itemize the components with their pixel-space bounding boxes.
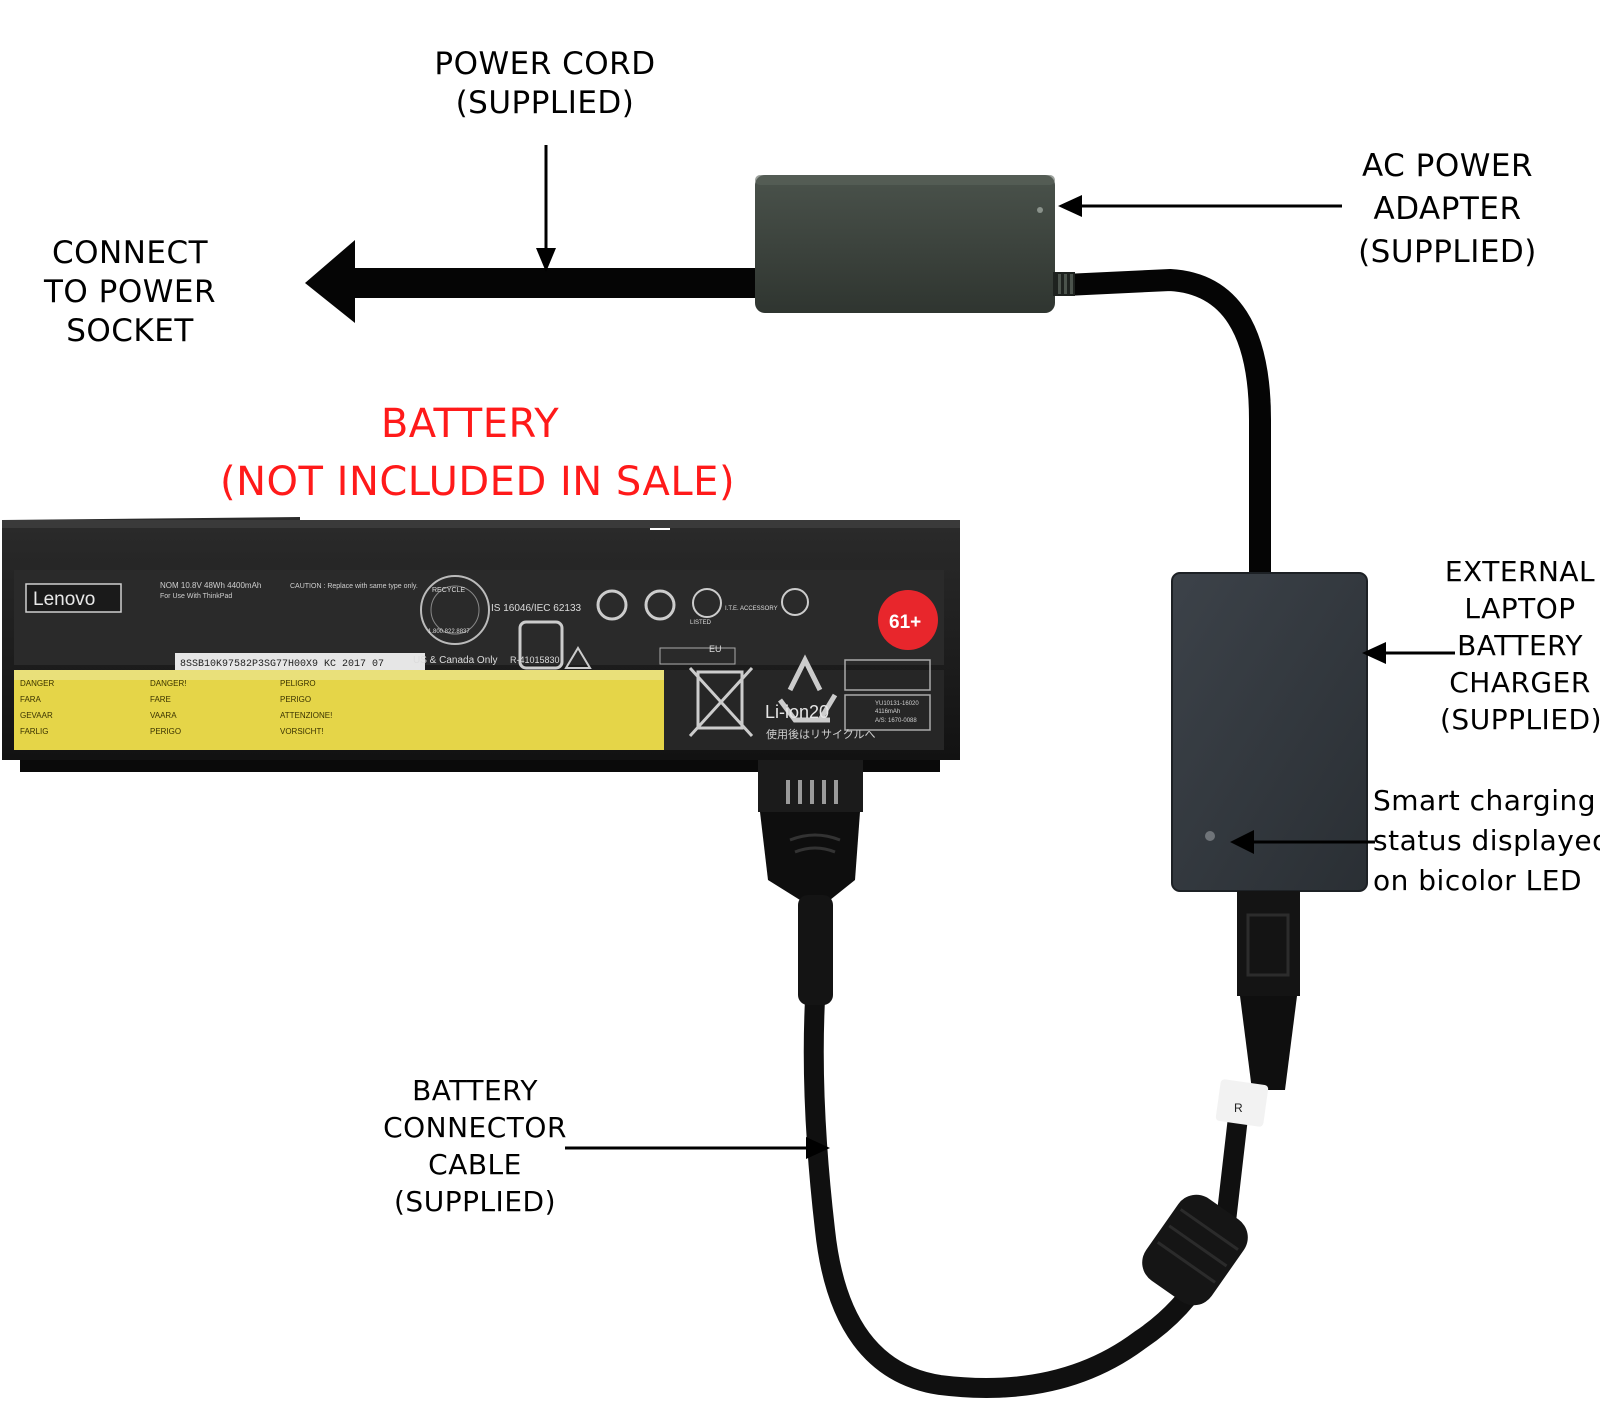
- ac-adapter-label: AC POWER ADAPTER (SUPPLIED): [1335, 145, 1560, 274]
- battery-recycle-phone-text: 1.800.822.8837: [428, 629, 470, 635]
- battery-chem-text: Li-ion20: [765, 702, 829, 722]
- connector-cable-line2: CONNECTOR: [383, 1111, 567, 1144]
- ac-power-adapter: [755, 175, 1075, 313]
- power-cord-label-line1: POWER CORD: [434, 46, 656, 82]
- warning-word: FARA: [20, 695, 42, 704]
- ul-mark-icon: [692, 588, 722, 618]
- badge-61plus: [878, 590, 938, 650]
- power-cord-label-line2: (SUPPLIED): [455, 85, 635, 121]
- ce-mark-icon: [644, 589, 676, 621]
- laptop-battery: [2, 517, 960, 1005]
- battery-ais-text: A/S: 1670-0088: [875, 718, 917, 724]
- cert-star-icon: [781, 588, 809, 616]
- battery-for-use-text: For Use With ThinkPad: [160, 593, 232, 600]
- connector-cable-label: BATTERY CONNECTOR CABLE (SUPPLIED): [370, 1072, 580, 1220]
- battery-connector-cable: [803, 990, 1250, 1398]
- connector-cable-line3: CABLE: [428, 1148, 522, 1181]
- warning-word: FARE: [150, 695, 171, 704]
- external-charger-line5: (SUPPLIED): [1440, 703, 1600, 736]
- battery-model-code-text: YU10131-16020: [875, 701, 919, 707]
- connect-socket-label-line2: TO POWER: [43, 274, 217, 310]
- charger-tag-text: R: [1234, 1101, 1243, 1115]
- battery-listed-text: LISTED: [690, 620, 712, 626]
- external-charger-line1: EXTERNAL: [1444, 555, 1596, 588]
- warning-word: DANGER!: [150, 679, 186, 688]
- battery-eu-text: EU: [709, 644, 722, 654]
- battery-warning-words: DANGER FARA GEVAAR FARLIG DANGER! FARE VAARA PE…: [20, 679, 332, 736]
- battery-capacity-text: 4116mAh: [875, 709, 900, 715]
- connect-socket-label: CONNECT TO POWER SOCKET: [30, 234, 230, 351]
- connect-socket-label-line3: SOCKET: [66, 313, 194, 349]
- battery-spec-text: NOM 10.8V 48Wh 4400mAh: [160, 581, 261, 590]
- safety-s-icon: [518, 620, 564, 670]
- ac-adapter-label-line1: AC POWER: [1361, 148, 1534, 184]
- connect-socket-label-line1: CONNECT: [51, 235, 209, 271]
- ac-adapter-label-line2: ADAPTER: [1373, 191, 1522, 227]
- external-charger-line3: BATTERY: [1457, 629, 1583, 662]
- warning-word: FARLIG: [20, 727, 48, 736]
- warning-word: GEVAAR: [20, 711, 53, 720]
- external-battery-charger: [1142, 572, 1368, 1306]
- pointer-arrows: [536, 145, 1455, 1159]
- warning-word: ATTENZIONE!: [280, 711, 332, 720]
- bicolor-led-icon: [1205, 831, 1215, 841]
- power-cord-label: POWER CORD (SUPPLIED): [420, 45, 670, 123]
- external-charger-line4: CHARGER: [1449, 666, 1591, 699]
- warning-word: DANGER: [20, 679, 54, 688]
- power-cord-arrow: [305, 240, 755, 323]
- warning-word: VAARA: [150, 711, 177, 720]
- weee-bin-icon: [688, 666, 754, 738]
- external-charger-line2: LAPTOP: [1464, 592, 1576, 625]
- battery-title-line1: BATTERY: [380, 401, 560, 447]
- battery-barcode: [175, 653, 425, 670]
- adapter-led-icon: [1037, 207, 1043, 213]
- battery-badge-text: 61+: [889, 612, 921, 633]
- warning-strip: [14, 670, 664, 750]
- battery-cert-text: R-41015830: [510, 655, 560, 665]
- battery-recycle-text: RECYCLE: [432, 587, 465, 594]
- lenovo-logo: [25, 583, 122, 613]
- pct-mark-icon: [596, 589, 628, 621]
- ferrite-bead: [1142, 1194, 1248, 1306]
- warning-triangle-icon: [564, 646, 592, 669]
- battery-barcode-text: 8SSB10K97582P3SG77H00X9 KC 2017 07: [180, 659, 384, 670]
- battery-title-line2: (NOT INCLUDED IN SALE): [220, 459, 736, 505]
- smart-charging-line2: status displayed: [1373, 824, 1600, 857]
- battery-standard-text: IS 16046/IEC 62133: [491, 603, 582, 614]
- connector-cable-line1: BATTERY: [412, 1074, 538, 1107]
- warning-word: PERIGO: [280, 695, 311, 704]
- battery-caution-text: CAUTION : Replace with same type only.: [290, 583, 418, 590]
- battery-title-label: BATTERY (NOT INCLUDED IN SALE): [220, 395, 736, 511]
- warning-word: PERIGO: [150, 727, 181, 736]
- battery-brand-text: Lenovo: [33, 589, 95, 610]
- warning-word: VORSICHT!: [280, 727, 324, 736]
- battery-ite-text: I.T.E. ACCESSORY: [725, 606, 778, 612]
- battery-japanese-text: 使用後はリサイクルへ: [766, 727, 875, 741]
- battery-region-text: US & Canada Only: [413, 655, 498, 666]
- recycle-icon: [778, 654, 838, 723]
- warning-word: PELIGRO: [280, 679, 316, 688]
- ac-output-cable: [1054, 268, 1271, 589]
- external-charger-label: EXTERNAL LAPTOP BATTERY CHARGER (SUPPLIE…: [1440, 553, 1600, 738]
- smart-charging-label: Smart charging status displayed on bicol…: [1373, 781, 1600, 901]
- connector-cable-line4: (SUPPLIED): [394, 1185, 556, 1218]
- ac-adapter-label-line3: (SUPPLIED): [1358, 234, 1537, 270]
- smart-charging-line3: on bicolor LED: [1373, 864, 1583, 897]
- smart-charging-line1: Smart charging: [1373, 784, 1596, 817]
